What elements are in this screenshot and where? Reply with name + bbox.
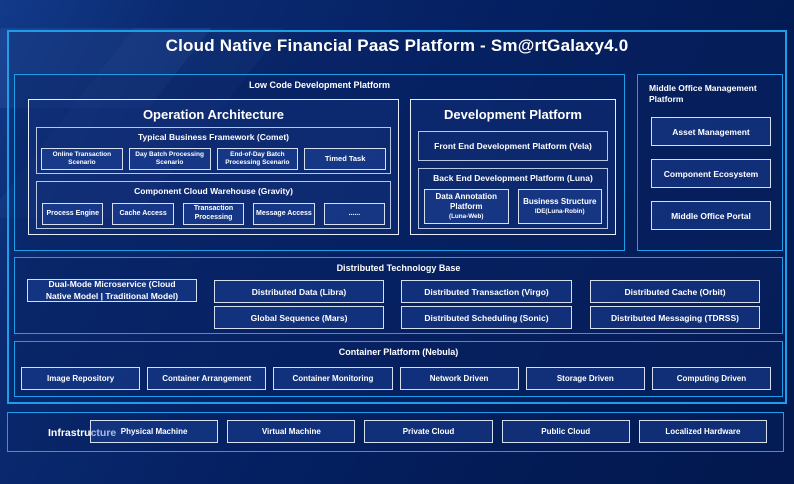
box-message-access: Message Access [253,203,315,225]
box-public-cloud: Public Cloud [501,420,630,443]
box-business-structure-ide-luna-robin: Business Structure IDE(Luna-Robin) [517,189,602,224]
box-label: Business Structure [523,197,597,207]
section-label: Low Code Development Platform [248,80,391,90]
box-data-annotation-platform-luna-web: Data Annotation Platform (Luna-Web) [424,189,509,224]
container-items-row: Image Repository Container Arrangement C… [21,367,772,390]
box-operation-architecture: Operation Architecture [28,99,399,235]
box-distributed-data-libra: Distributed Data (Libra) [214,280,384,303]
box-ellipsis-more: ...... [323,203,386,225]
box-virtual-machine: Virtual Machine [227,420,356,443]
box-physical-machine: Physical Machine [90,420,219,443]
box-container-arrangement: Container Arrangement [147,367,267,390]
box-label: Component Cloud Warehouse (Gravity) [134,186,293,196]
box-distributed-messaging-tdrss: Distributed Messaging (TDRSS) [590,306,760,329]
box-cache-access: Cache Access [112,203,174,225]
section-container-platform-nebula: Container Platform (Nebula) [14,341,783,397]
section-low-code-development-platform: Low Code Development Platform [14,74,625,251]
box-storage-driven: Storage Driven [525,367,645,390]
box-label: Back End Development Platform (Luna) [433,173,593,183]
box-label: Typical Business Framework (Comet) [138,132,289,142]
box-distributed-scheduling-sonic: Distributed Scheduling (Sonic) [401,306,572,329]
box-private-cloud: Private Cloud [364,420,493,443]
box-component-cloud-warehouse-gravity: Component Cloud Warehouse (Gravity) [36,181,391,229]
box-code-label: (Luna-Web) [448,213,484,221]
box-back-end-development-platform-luna: Back End Development Platform (Luna) [418,168,608,229]
section-distributed-technology-base: Distributed Technology Base [14,257,783,334]
page-title: Cloud Native Financial PaaS Platform - S… [165,36,629,55]
box-online-transaction-scenario: Online Transaction Scenario [41,148,123,170]
box-middle-office-portal: Middle Office Portal [651,201,771,230]
box-global-sequence-mars: Global Sequence (Mars) [214,306,384,329]
box-dual-mode-microservice: Dual-Mode Microservice (Cloud Native Mod… [27,279,197,302]
box-container-monitoring: Container Monitoring [273,367,393,390]
section-label: Middle Office Management Platform [649,83,757,105]
infrastructure-items-row: Physical Machine Virtual Machine Private… [90,420,768,443]
box-distributed-transaction-virgo: Distributed Transaction (Virgo) [401,280,572,303]
box-title: Operation Architecture [142,107,285,122]
box-label: Data Annotation Platform [435,192,497,212]
box-image-repository: Image Repository [21,367,141,390]
box-title: Development Platform [444,107,582,122]
comet-items-row: Online Transaction Scenario Day Batch Pr… [41,148,386,170]
box-code-label: IDE(Luna-Robin) [534,208,585,216]
section-label: Container Platform (Nebula) [338,347,459,357]
box-day-batch-processing-scenario: Day Batch Processing Scenario [128,148,211,170]
box-distributed-cache-orbit: Distributed Cache (Orbit) [590,280,760,303]
backend-items-row: Data Annotation Platform (Luna-Web) Busi… [424,189,602,224]
box-asset-management: Asset Management [651,117,771,146]
box-component-ecosystem: Component Ecosystem [651,159,771,188]
box-timed-task: Timed Task [304,148,386,170]
section-infrastructure: Infrastructure [7,412,784,452]
section-label: Distributed Technology Base [336,263,461,273]
box-typical-business-framework-comet: Typical Business Framework (Comet) [36,127,391,174]
box-end-of-day-batch-processing-scenario: End-of-Day Batch Processing Scenario [216,148,299,170]
box-localized-hardware: Localized Hardware [638,420,768,443]
gravity-items-row: Process Engine Cache Access Transaction … [42,203,386,225]
box-front-end-development-platform-vela: Front End Development Platform (Vela) [418,131,608,161]
box-transaction-processing: Transaction Processing [182,203,245,225]
box-network-driven: Network Driven [399,367,519,390]
box-development-platform: Development Platform [410,99,616,235]
box-computing-driven: Computing Driven [651,367,772,390]
box-process-engine: Process Engine [42,203,104,225]
section-middle-office-management-platform: Middle Office Management Platform Asset … [637,74,783,251]
section-label: Infrastructure [48,427,117,439]
